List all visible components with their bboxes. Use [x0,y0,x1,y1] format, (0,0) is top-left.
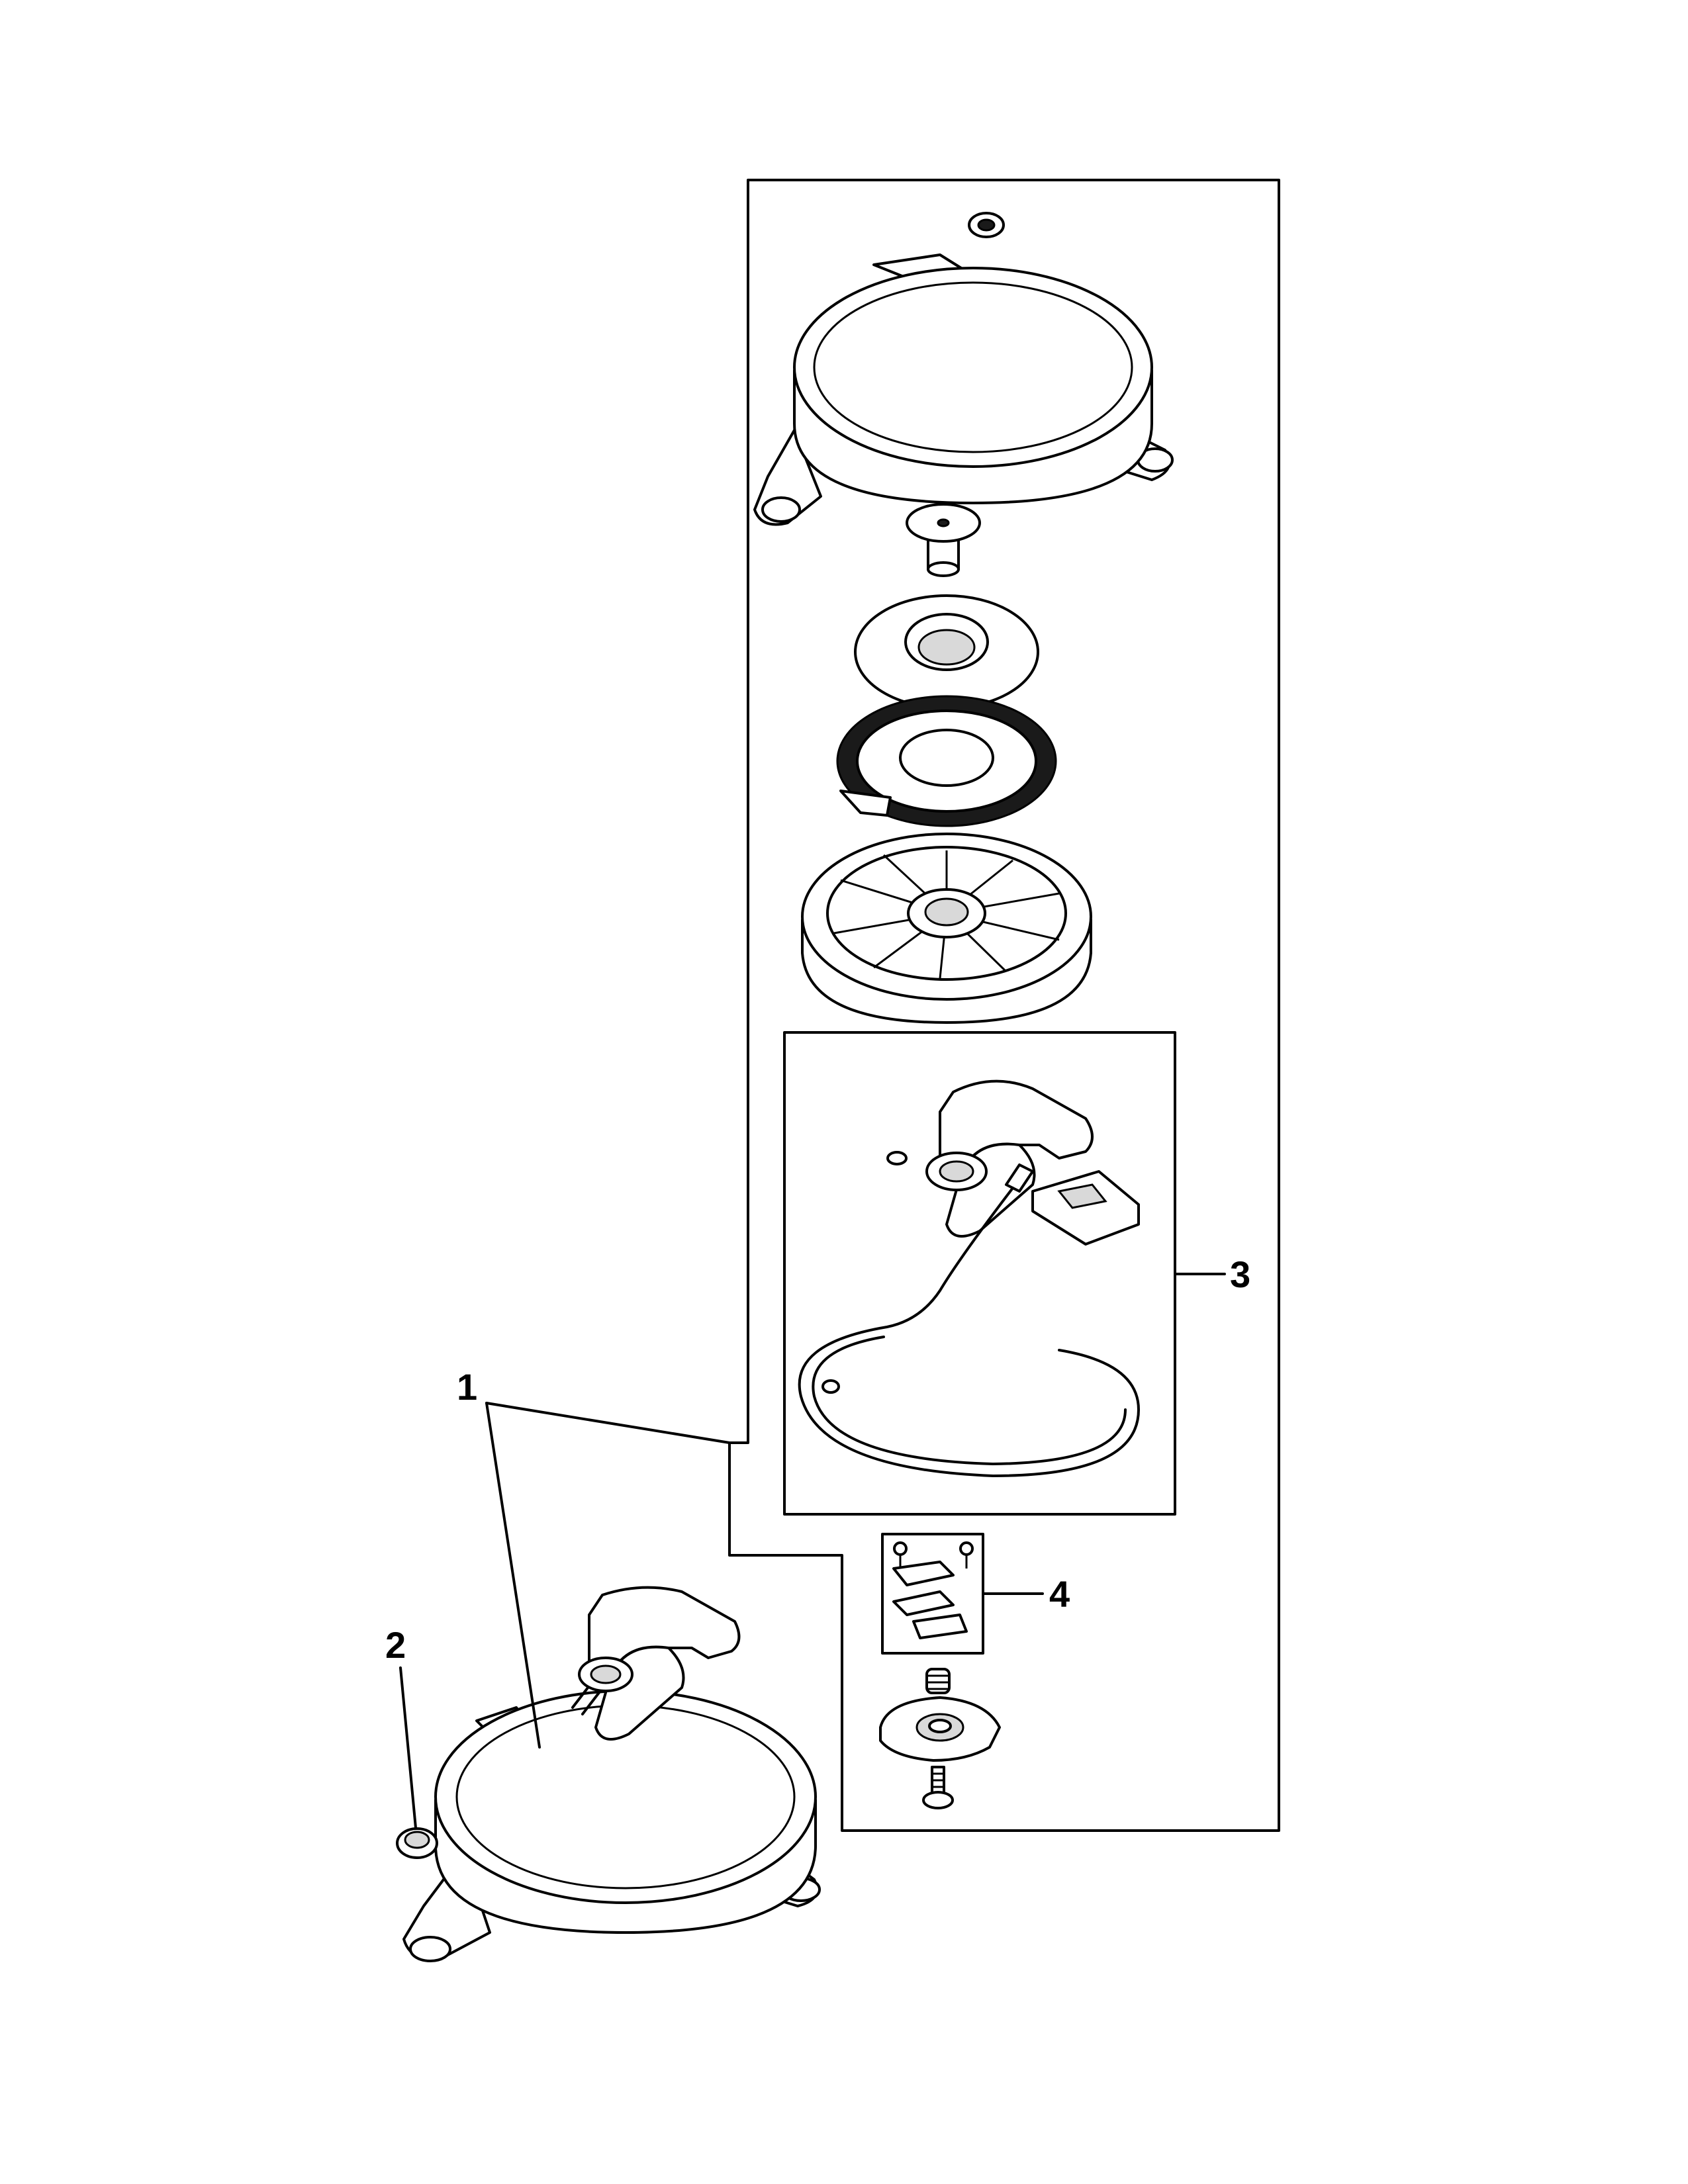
small-washer [886,1151,908,1165]
ratchet-screw [922,1766,954,1809]
assembly-outline [728,179,1280,1832]
shaft-collar [906,503,981,577]
recoil-spring [836,695,1057,827]
callout-4: 4 [1049,1573,1070,1615]
ratchet [879,1696,1001,1762]
callout-2: 2 [385,1624,406,1666]
pawl-springs [893,1541,974,1569]
flange-nut [396,1827,438,1859]
starter-rope [798,1163,1140,1477]
handle-insert [1031,1170,1140,1246]
ratchet-spring [925,1668,951,1694]
leader-lines [399,1273,1226,1829]
starter-handle [925,1079,1094,1238]
rope-pulley [801,833,1092,1024]
assembled-starter [402,1586,821,1962]
pawls [892,1561,968,1639]
spring-cover [854,594,1039,709]
starter-housing [753,253,1174,526]
top-nut [968,212,1005,238]
callout-3: 3 [1230,1253,1250,1295]
callout-1: 1 [457,1366,477,1408]
